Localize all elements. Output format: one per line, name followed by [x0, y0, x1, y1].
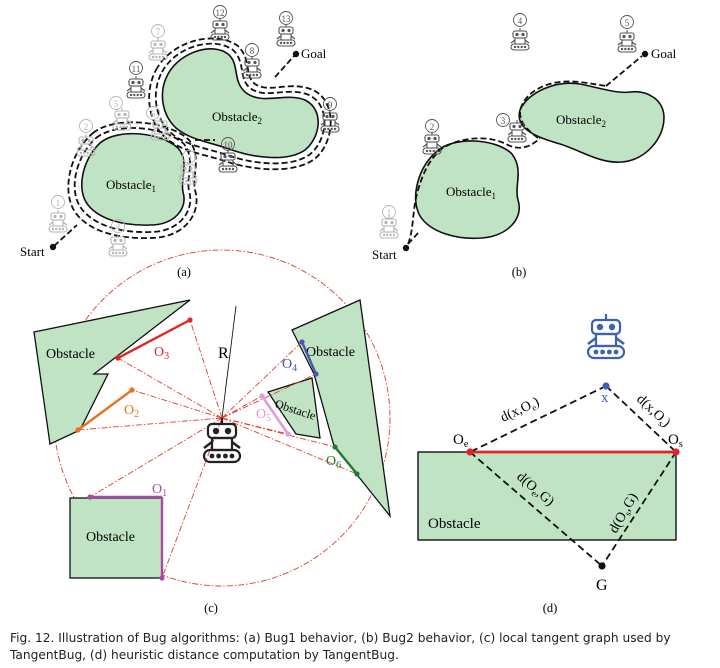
dist-x-os: d(x,Os): [633, 392, 674, 432]
robot-number-a-12: 12: [216, 8, 225, 18]
robot-trail-a-dark: 8 9 10 11 12 13: [126, 5, 340, 173]
label-g: G: [596, 577, 608, 594]
panel-c-label: (c): [204, 601, 218, 615]
tangent-label-o4: O4: [282, 357, 297, 374]
point-g: [598, 562, 606, 570]
panel-a: Start Goal Obstacle1 Obstacle2 1 2 3 4 5…: [20, 5, 340, 279]
start-point-a: [49, 243, 57, 251]
robot-number-a-8: 8: [250, 46, 255, 56]
sensor-range-circle: [53, 249, 391, 587]
start-label-b: Start: [372, 247, 397, 262]
robot-icon-center: [202, 416, 242, 464]
bug1-path-obstacle-1-outer: [67, 121, 198, 239]
robot-number-a-5: 5: [114, 99, 119, 109]
robot-trail-a: 1 2 3 4 5 6 7: [48, 24, 198, 257]
robot-icon-blue: [586, 312, 626, 360]
robot-number-a-2: 2: [84, 122, 89, 132]
obstacle-2-label-b: Obstacle2: [556, 112, 606, 129]
robot-trail-b-faded: 1: [379, 205, 399, 239]
obstacle-c-top-right-label: Obstacle: [306, 345, 355, 360]
bug2-path-obstacle-1: [407, 137, 541, 245]
tangent-rays: [77, 319, 358, 579]
robot-number-b-1: 1: [387, 208, 392, 218]
obstacle-2-label-a: Obstacle2: [212, 109, 262, 126]
robot-number-b-2: 2: [430, 122, 435, 132]
panel-d: x G Oe Os Obstacle d(x,Oe) d(x,Os) d(Oe,…: [417, 312, 683, 615]
robot-trail-b: 2 3 4 5: [422, 13, 637, 155]
distance-lines: [469, 385, 677, 567]
obstacle-c-bottom-label: Obstacle: [86, 530, 135, 545]
robot-number-a-11: 11: [132, 64, 141, 74]
range-label: R: [218, 345, 229, 362]
obstacle-1-label-b: Obstacle1: [446, 184, 496, 201]
robot-number-b-4: 4: [518, 16, 523, 26]
goal-point-b: [641, 50, 649, 58]
goal-point-a: [292, 50, 300, 58]
goal-label-b: Goal: [651, 46, 677, 61]
obstacle-c-bottom: [69, 497, 163, 579]
robot-number-a-7: 7: [156, 27, 161, 37]
tangent-label-o3: O3: [154, 345, 169, 362]
tangent-label-o1: O1: [152, 482, 167, 499]
robot-number-a-6: 6: [151, 109, 156, 119]
tangent-label-o6: O6: [326, 454, 341, 471]
start-label-a: Start: [20, 244, 45, 259]
bug1-path-obstacle-2-inner: [154, 42, 326, 165]
panel-b: Start Goal Obstacle1 Obstacle2 1 2 3 4 5…: [372, 13, 677, 279]
figure-caption: Fig. 12. Illustration of Bug algorithms:…: [10, 631, 671, 662]
robot-number-a-10: 10: [224, 140, 234, 150]
obstacle-d-label: Obstacle: [428, 516, 481, 532]
point-os: [672, 448, 680, 456]
panel-d-label: (d): [543, 601, 558, 615]
point-oe: [466, 448, 474, 456]
obstacle-c-top-left: [33, 299, 191, 445]
point-x: [602, 382, 610, 390]
obstacle-c-top-left-label: Obstacle: [46, 347, 95, 362]
goal-label-a: Goal: [301, 46, 327, 61]
bug2-path-obstacle-2: [519, 80, 607, 139]
dist-x-oe: d(x,Oe): [498, 395, 542, 427]
obstacle-d: [417, 451, 677, 541]
label-os: Os: [668, 432, 683, 450]
robot-number-a-3: 3: [187, 153, 192, 163]
robot-number-a-1: 1: [56, 198, 61, 208]
panel-c: R Obstacle Obstacle Obstacle Obstacle: [33, 249, 391, 615]
figure: Start Goal Obstacle1 Obstacle2 1 2 3 4 5…: [20, 5, 683, 615]
obstacle-2-b: [518, 82, 665, 163]
range-radius-line: [221, 305, 237, 419]
robot-number-a-9: 9: [328, 100, 333, 110]
bug1-path-obstacle-2-outer: [148, 37, 332, 171]
obstacle-1-label-a: Obstacle1: [106, 177, 156, 194]
panel-b-label: (b): [512, 265, 527, 279]
start-point-b: [402, 244, 410, 252]
robot-number-a-13: 13: [282, 14, 292, 24]
robot-number-b-3: 3: [501, 116, 506, 126]
robot-number-b-5: 5: [625, 18, 630, 28]
label-x: x: [601, 390, 609, 406]
tangent-label-o5: O5: [256, 407, 271, 424]
obstacle-1-b: [414, 140, 521, 240]
panel-a-label: (a): [177, 265, 191, 279]
obstacle-c-top-right: [291, 299, 391, 519]
obstacle-2-a: [161, 48, 319, 159]
robot-number-a-4: 4: [116, 222, 121, 232]
tangent-label-o2: O2: [124, 403, 139, 420]
label-oe: Oe: [453, 432, 469, 450]
